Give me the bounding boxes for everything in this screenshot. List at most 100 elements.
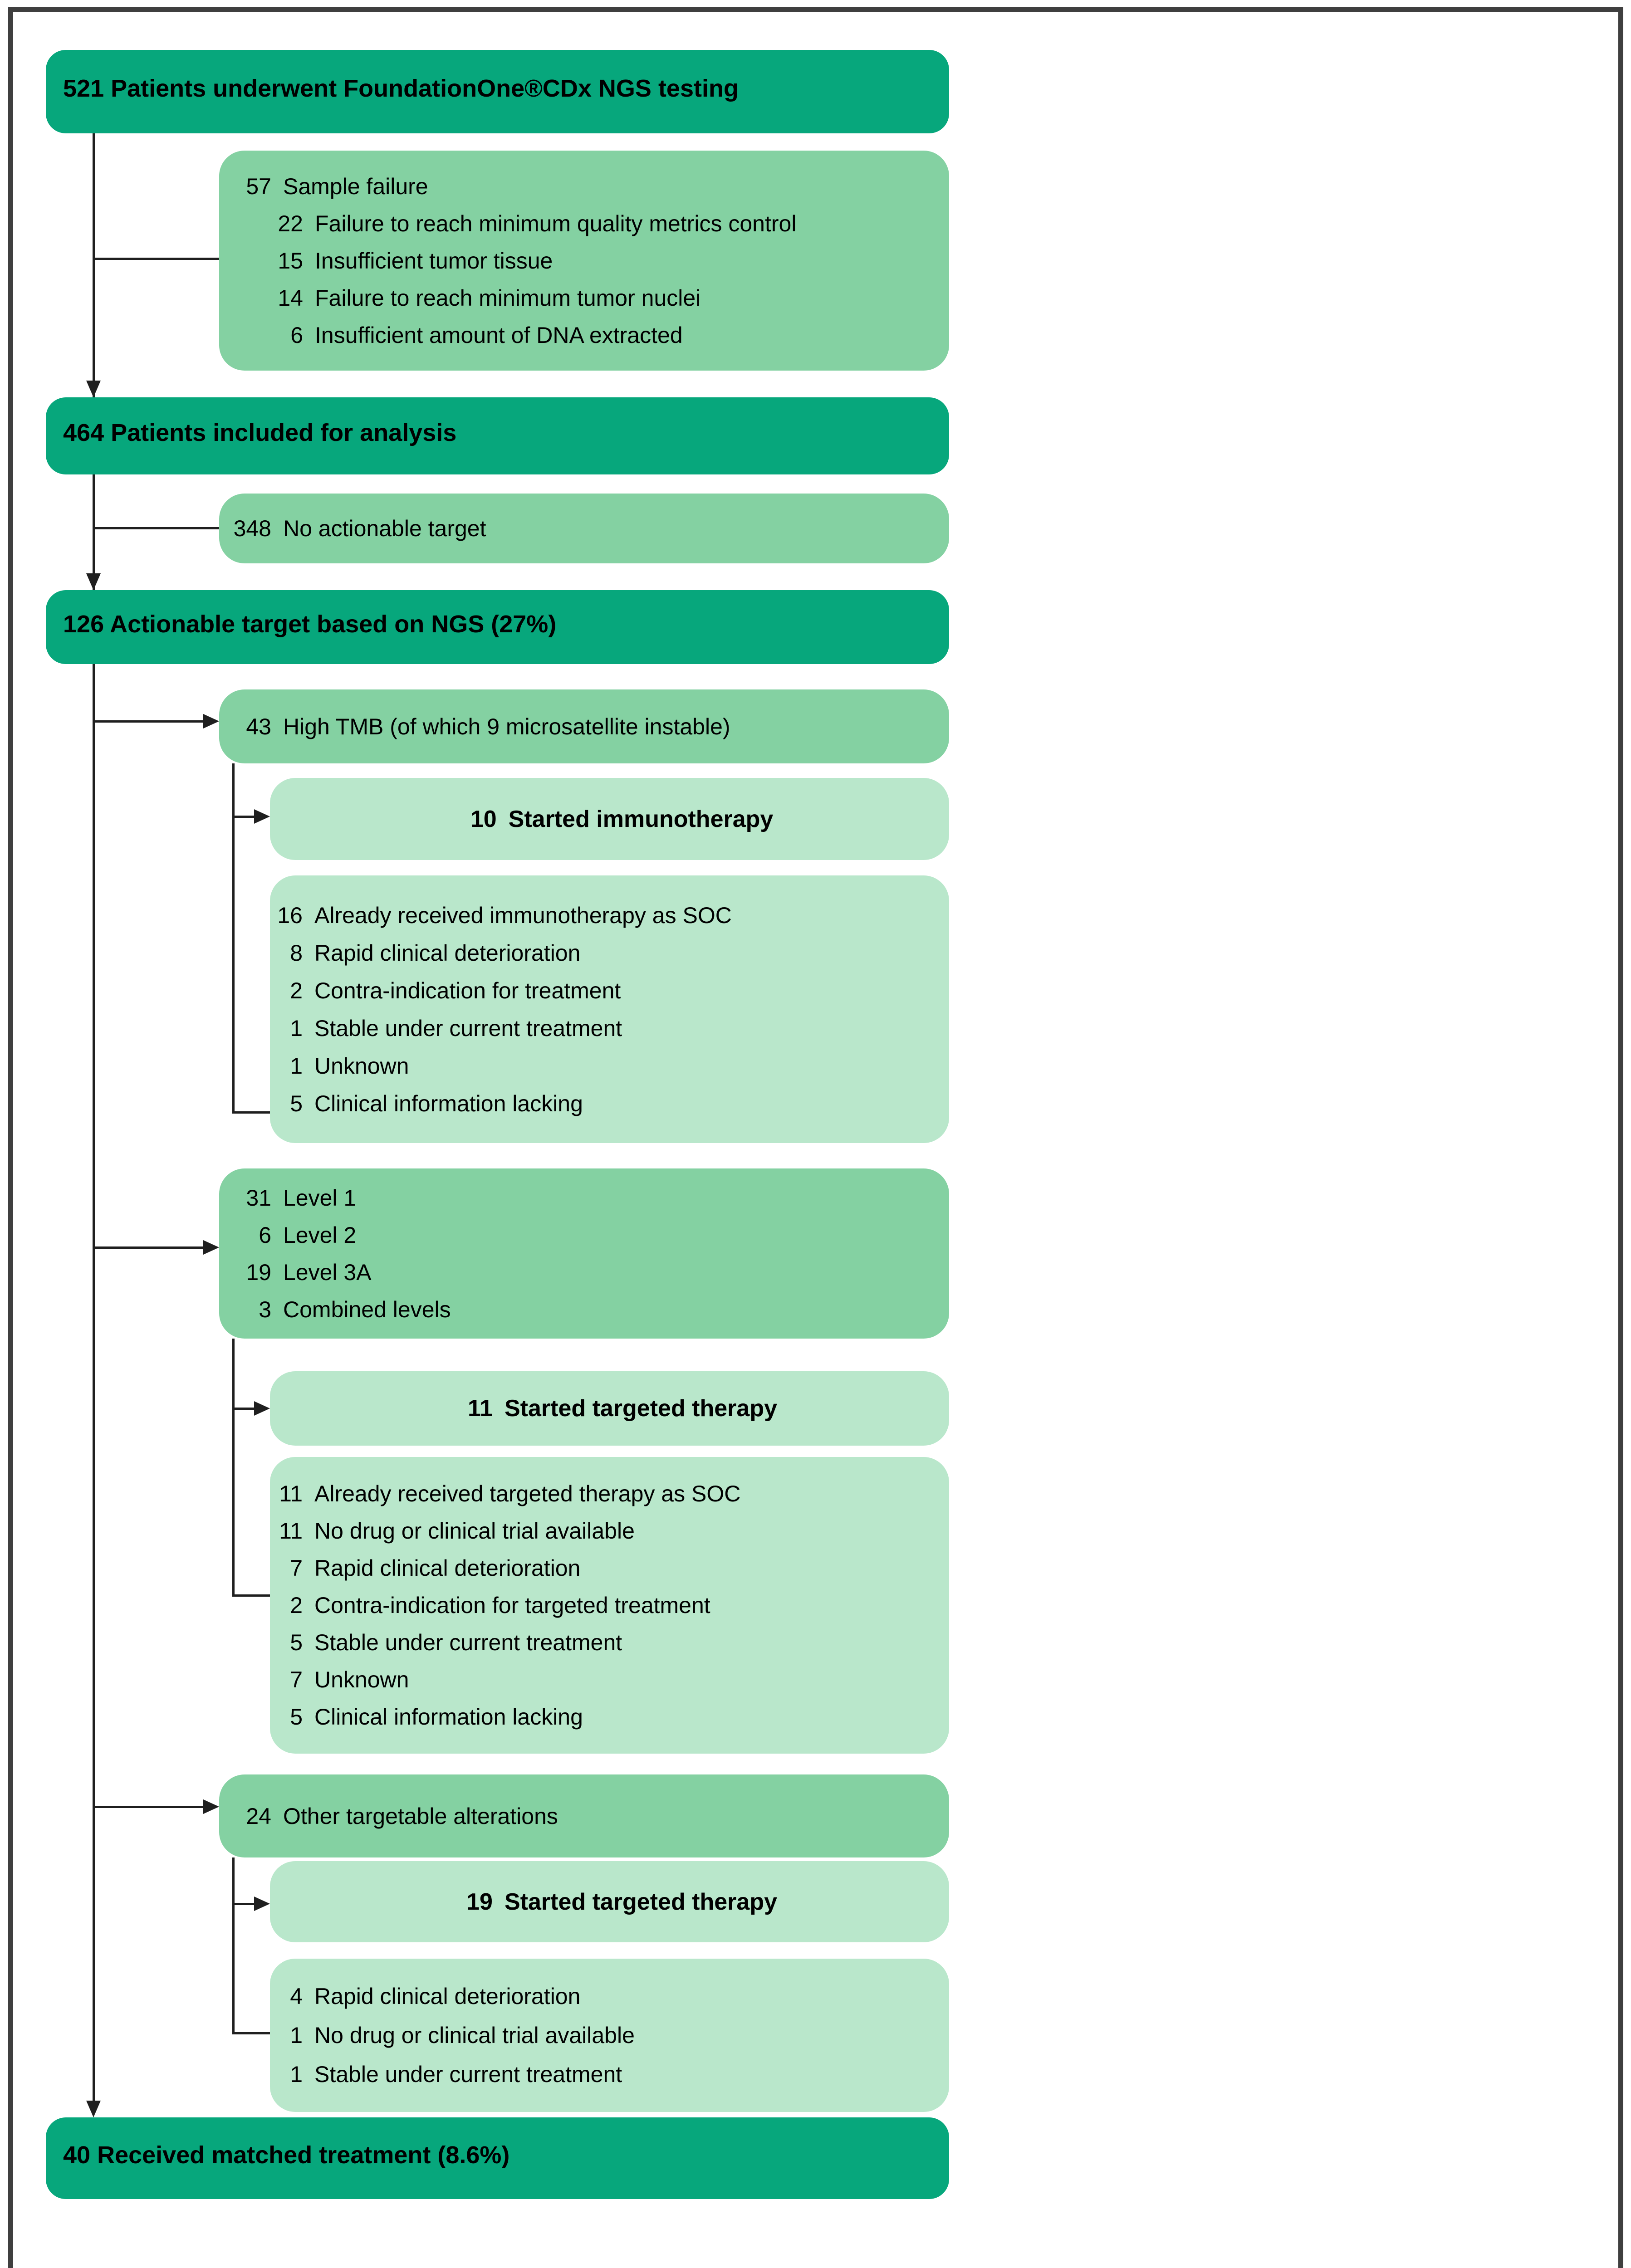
- arrowhead-levels: [203, 1240, 219, 1255]
- item-text: Started immunotherapy: [508, 806, 774, 832]
- flow-item-row: 31 Level 1: [219, 1179, 949, 1217]
- box-40-matched-treatment: 40 Received matched treatment (8.6%): [46, 2117, 949, 2199]
- figure-border-frame: [8, 7, 1623, 2268]
- box-other-not-started-reasons: 4 Rapid clinical deterioration 1 No drug…: [270, 1959, 949, 2112]
- item-text: Stable under current treatment: [314, 2062, 622, 2087]
- flow-item-row: 5 Clinical information lacking: [270, 1085, 949, 1122]
- box-19-started-targeted-therapy: 19 Started targeted therapy: [270, 1861, 949, 1942]
- item-text: Combined levels: [283, 1296, 451, 1322]
- item-count: 10: [470, 806, 497, 832]
- connector-branch-other-targetable: [93, 1806, 205, 1808]
- item-text: Other targetable alterations: [283, 1803, 558, 1829]
- box-43-high-tmb: 43 High TMB (of which 9 microsatellite i…: [219, 689, 949, 763]
- flow-item-row: 348 No actionable target: [219, 510, 949, 547]
- box-24-other-targetable: 24 Other targetable alterations: [219, 1774, 949, 1857]
- box-57-sample-failure: 57 Sample failure 22 Failure to reach mi…: [219, 151, 949, 371]
- item-text: Rapid clinical deterioration: [314, 940, 581, 966]
- flow-item-row: 10 Started immunotherapy: [446, 801, 774, 838]
- item-text: Contra-indication for treatment: [314, 978, 621, 1003]
- item-text: Failure to reach minimum quality metrics…: [315, 210, 797, 236]
- item-text: No actionable target: [283, 516, 486, 541]
- arrowhead-high-tmb: [203, 714, 219, 728]
- item-text: Insufficient tumor tissue: [315, 248, 553, 274]
- item-text: Already received targeted therapy as SOC: [314, 1481, 741, 1506]
- box-464-included-analysis: 464 Patients included for analysis: [46, 397, 949, 474]
- flow-item-row: 6 Insufficient amount of DNA extracted: [219, 317, 949, 354]
- arrowhead-other-targetable: [203, 1799, 219, 1814]
- flow-item-row: 19 Level 3A: [219, 1254, 949, 1291]
- item-count: 11: [467, 1395, 493, 1422]
- connector-branch-sample-failure: [93, 258, 219, 260]
- box-464-label: 464 Patients included for analysis: [63, 419, 457, 446]
- connector-elbow-targeted-reasons: [232, 1594, 270, 1597]
- item-text: Clinical information lacking: [314, 1704, 583, 1730]
- item-text: Unknown: [314, 1667, 409, 1692]
- flow-item-row: 6 Level 2: [219, 1217, 949, 1254]
- item-count: 22: [278, 210, 303, 236]
- item-text: Unknown: [314, 1053, 409, 1079]
- item-text: Started targeted therapy: [504, 1395, 778, 1422]
- item-text: Already received immunotherapy as SOC: [314, 902, 732, 928]
- item-count: 1: [290, 2062, 303, 2087]
- item-text: Clinical information lacking: [314, 1090, 583, 1116]
- flow-item-row: 2 Contra-indication for treatment: [270, 972, 949, 1009]
- box-targeted-not-started-reasons: 11 Already received targeted therapy as …: [270, 1457, 949, 1754]
- item-count: 1: [290, 2023, 303, 2048]
- item-count: 4: [290, 1984, 303, 2009]
- item-count: 19: [246, 1259, 271, 1285]
- item-text: Stable under current treatment: [314, 1630, 622, 1655]
- item-text: Rapid clinical deterioration: [314, 1984, 581, 2009]
- flow-item-row: 1 No drug or clinical trial available: [270, 2016, 949, 2055]
- flow-item-row: 19 Started targeted therapy: [442, 1883, 777, 1921]
- item-count: 15: [278, 248, 303, 274]
- item-text: No drug or clinical trial available: [314, 2023, 635, 2048]
- box-10-started-immunotherapy: 10 Started immunotherapy: [270, 778, 949, 860]
- flow-item-row: 5 Stable under current treatment: [270, 1624, 949, 1661]
- connector-branch-levels: [93, 1246, 205, 1249]
- flow-item-row: 15 Insufficient tumor tissue: [219, 242, 949, 279]
- flow-item-row: 16 Already received immunotherapy as SOC: [270, 896, 949, 934]
- item-text: Insufficient amount of DNA extracted: [315, 322, 683, 348]
- item-count: 3: [259, 1296, 271, 1322]
- flow-item-row: 43 High TMB (of which 9 microsatellite i…: [219, 708, 949, 745]
- flow-item-row: 1 Unknown: [270, 1047, 949, 1085]
- arrowhead-matched-treatment: [86, 2101, 101, 2117]
- flow-item-row: 1 Stable under current treatment: [270, 2055, 949, 2094]
- item-text: No drug or clinical trial available: [314, 1518, 635, 1544]
- flow-item-row: 11 No drug or clinical trial available: [270, 1512, 949, 1549]
- flow-item-row: 7 Unknown: [270, 1661, 949, 1698]
- arrowhead-started-targeted-levels: [254, 1401, 270, 1416]
- item-count: 5: [290, 1090, 303, 1116]
- item-count: 348: [233, 516, 271, 541]
- box-126-label: 126 Actionable target based on NGS (27%): [63, 610, 557, 638]
- flow-item-row: 14 Failure to reach minimum tumor nuclei: [219, 279, 949, 317]
- connector-main-vertical: [93, 133, 95, 2102]
- item-count: 5: [290, 1630, 303, 1655]
- arrowhead-actionable-target: [86, 573, 101, 590]
- arrowhead-started-immunotherapy: [254, 809, 270, 824]
- item-count: 11: [279, 1481, 303, 1506]
- flow-item-row: 11 Started targeted therapy: [442, 1390, 777, 1427]
- item-text: Stable under current treatment: [314, 1015, 622, 1041]
- item-count: 2: [290, 1593, 303, 1618]
- box-521-underwent-ngs: 521 Patients underwent FoundationOne®CDx…: [46, 50, 949, 133]
- box-evidence-levels: 31 Level 1 6 Level 2 19 Level 3A 3 Combi…: [219, 1168, 949, 1339]
- arrowhead-started-targeted-other: [254, 1897, 270, 1911]
- connector-branch-started-targeted-levels: [232, 1408, 256, 1410]
- item-count: 43: [246, 714, 271, 739]
- item-text: Sample failure: [283, 173, 428, 199]
- item-text: Started targeted therapy: [504, 1888, 778, 1915]
- flow-item-row: 4 Rapid clinical deterioration: [270, 1977, 949, 2016]
- item-count: 11: [279, 1518, 303, 1544]
- flow-item-row: 1 Stable under current treatment: [270, 1009, 949, 1047]
- item-count: 19: [466, 1888, 493, 1915]
- item-text: Level 2: [283, 1222, 357, 1248]
- connector-elbow-other-reasons: [232, 2032, 270, 2034]
- item-count: 1: [290, 1015, 303, 1041]
- box-11-started-targeted-therapy: 11 Started targeted therapy: [270, 1371, 949, 1446]
- item-text: Contra-indication for targeted treatment: [314, 1593, 710, 1618]
- flow-item-row: 7 Rapid clinical deterioration: [270, 1549, 949, 1587]
- item-count: 7: [290, 1555, 303, 1581]
- connector-branch-started-immunotherapy: [232, 816, 256, 818]
